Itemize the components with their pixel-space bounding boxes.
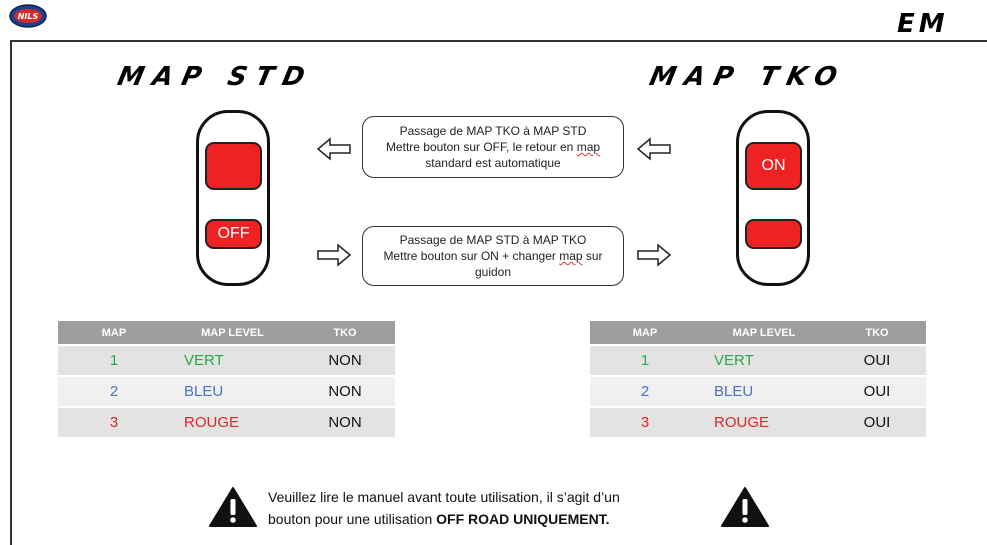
note-line: Passage de MAP TKO à MAP STD xyxy=(399,124,587,138)
column-header: MAP LEVEL xyxy=(700,321,828,345)
warning-icon xyxy=(721,487,769,527)
brand-logo: EM xyxy=(897,10,987,36)
std-off-button[interactable]: OFF xyxy=(205,219,262,249)
note-line: standard est automatique xyxy=(425,156,561,170)
column-header: MAP xyxy=(58,321,170,345)
tko-value: OUI xyxy=(828,375,926,407)
arrow-right-icon xyxy=(637,243,672,267)
warning-text: Veuillez lire le manuel avant toute util… xyxy=(268,486,728,530)
map-level: ROUGE xyxy=(700,406,828,437)
std-top-button[interactable] xyxy=(205,142,262,190)
table-row: 1 VERT NON xyxy=(58,344,395,376)
table-row: 2 BLEU NON xyxy=(58,375,395,407)
note-std-to-tko: Passage de MAP STD à MAP TKO Mettre bout… xyxy=(362,226,624,286)
map-level: VERT xyxy=(700,344,828,376)
warning-line-1: Veuillez lire le manuel avant toute util… xyxy=(268,489,620,505)
brand-text: EM xyxy=(897,10,949,36)
map-level: BLEU xyxy=(700,375,828,407)
table-row: 3 ROUGE OUI xyxy=(590,406,926,437)
tko-value: NON xyxy=(295,375,395,407)
map-level: BLEU xyxy=(170,375,295,407)
tko-value: OUI xyxy=(828,344,926,376)
table-row: 1 VERT OUI xyxy=(590,344,926,376)
left-border xyxy=(10,40,12,545)
tko-switch-housing xyxy=(736,110,810,286)
tko-on-button[interactable]: ON xyxy=(745,142,802,190)
tko-value: NON xyxy=(295,344,395,376)
warning-icon xyxy=(209,487,257,527)
column-header: MAP LEVEL xyxy=(170,321,295,345)
table-header-row: MAP MAP LEVEL TKO xyxy=(590,321,926,345)
map-level: VERT xyxy=(170,344,295,376)
map-number: 3 xyxy=(58,406,170,437)
column-header: MAP xyxy=(590,321,700,345)
tko-bottom-button[interactable] xyxy=(745,219,802,249)
std-map-table: MAP MAP LEVEL TKO 1 VERT NON 2 BLEU NON … xyxy=(58,321,395,437)
header-divider xyxy=(12,40,987,42)
arrow-right-icon xyxy=(317,243,352,267)
map-level: ROUGE xyxy=(170,406,295,437)
right-title: MAP TKO xyxy=(646,62,849,92)
note-tko-to-std: Passage de MAP TKO à MAP STD Mettre bout… xyxy=(362,116,624,178)
table-row: 2 BLEU OUI xyxy=(590,375,926,407)
map-number: 3 xyxy=(590,406,700,437)
map-number: 2 xyxy=(590,375,700,407)
logo-text: NILS xyxy=(18,12,39,21)
warning-line-2: bouton pour une utilisation OFF ROAD UNI… xyxy=(268,511,610,527)
column-header: TKO xyxy=(828,321,926,345)
arrow-left-icon xyxy=(316,137,351,161)
left-title: MAP STD xyxy=(114,62,317,92)
note-line: Mettre bouton sur ON + changer map sur xyxy=(383,249,603,263)
note-line: guidon xyxy=(474,265,512,279)
column-header: TKO xyxy=(295,321,395,345)
map-number: 1 xyxy=(58,344,170,376)
tko-value: OUI xyxy=(828,406,926,437)
std-switch-housing xyxy=(196,110,270,286)
table-row: 3 ROUGE NON xyxy=(58,406,395,437)
note-line: Passage de MAP STD à MAP TKO xyxy=(399,233,587,247)
tko-value: NON xyxy=(295,406,395,437)
map-number: 1 xyxy=(590,344,700,376)
table-header-row: MAP MAP LEVEL TKO xyxy=(58,321,395,345)
map-number: 2 xyxy=(58,375,170,407)
tko-map-table: MAP MAP LEVEL TKO 1 VERT OUI 2 BLEU OUI … xyxy=(590,321,926,437)
nils-logo: NILS xyxy=(8,3,48,29)
note-line: Mettre bouton sur OFF, le retour en map xyxy=(385,140,601,154)
arrow-left-icon xyxy=(636,137,671,161)
